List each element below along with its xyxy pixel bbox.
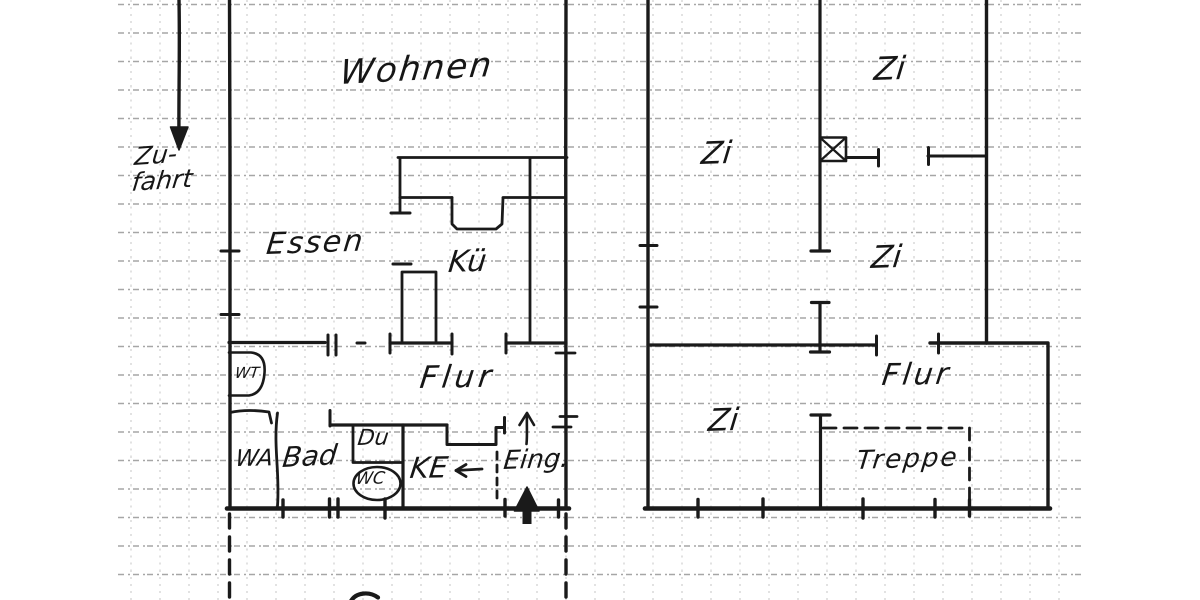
eg-left-wall [227, 0, 232, 510]
entrance-arrow-up-icon [513, 486, 540, 524]
kitchen-counter [389, 156, 569, 343]
wa-closet [228, 409, 280, 508]
upper-floor-plan [638, 0, 1053, 520]
og-left-wall [646, 0, 650, 510]
zufahrt-arrow-down-icon [169, 0, 189, 151]
ground-floor-plan [169, 0, 579, 600]
eg-flur-wall [227, 332, 568, 357]
kitchen-block [391, 262, 438, 343]
og-bottom-ticks [696, 497, 972, 520]
wc-bowl [352, 465, 402, 502]
eg-bottom-ticks [281, 497, 561, 520]
og-right-step [928, 341, 1050, 510]
cut-off-writing [349, 591, 381, 600]
stairs-dashed-outline [821, 426, 971, 507]
wt-basin [227, 351, 266, 397]
og-middle-wall [808, 0, 832, 510]
eg-right-wall [564, 0, 568, 510]
entry-direction-arrow-up-icon [518, 411, 536, 446]
bath-wall [328, 409, 506, 446]
og-room-wall [844, 146, 988, 168]
ke-arrow-left-icon [454, 463, 484, 478]
chimney-crossed-box-icon [818, 136, 848, 163]
du-shower-box [351, 423, 405, 509]
